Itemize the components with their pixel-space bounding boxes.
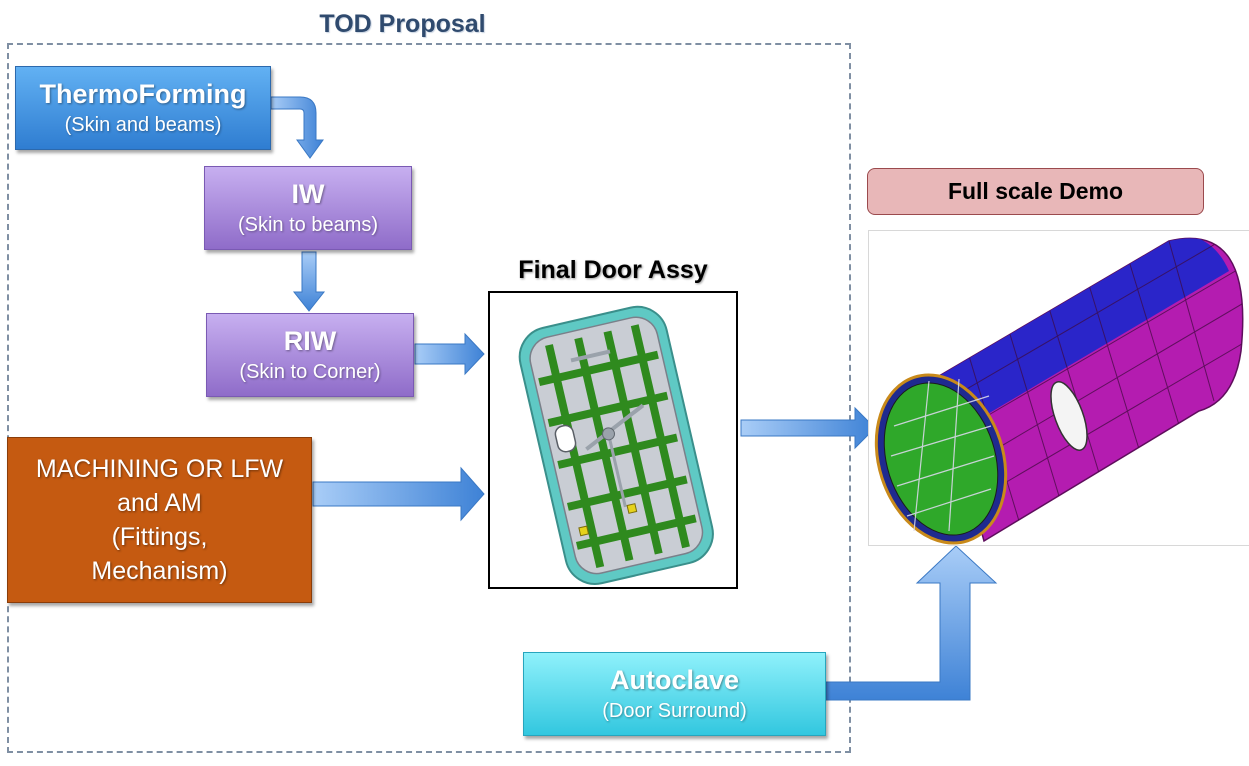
- tod-proposal-frame: [7, 43, 851, 753]
- arrow-thermo-to-iw: [270, 96, 324, 159]
- final-door-assy-title: Final Door Assy: [518, 256, 708, 284]
- arrow-door-to-demo: [740, 406, 876, 450]
- machining-line-4: Mechanism): [91, 557, 228, 585]
- autoclave-title: Autoclave: [609, 665, 740, 695]
- autoclave-subtitle: (Door Surround): [602, 700, 747, 722]
- thermoforming-title: ThermoForming: [39, 79, 247, 109]
- fuselage-barrel-drawing: [874, 237, 1244, 545]
- iw-box: IW (Skin to beams): [204, 166, 412, 250]
- thermoforming-subtitle: (Skin and beams): [64, 114, 222, 136]
- machining-line-2: and AM: [117, 489, 202, 517]
- machining-box: MACHINING OR LFW and AM (Fittings, Mecha…: [7, 437, 312, 603]
- arrow-iw-to-riw: [292, 251, 326, 312]
- riw-subtitle: (Skin to Corner): [239, 361, 381, 383]
- riw-box: RIW (Skin to Corner): [206, 313, 414, 397]
- full-scale-demo-label: Full scale Demo: [867, 168, 1204, 215]
- iw-subtitle: (Skin to beams): [237, 214, 379, 236]
- door-assembly-drawing: [518, 305, 714, 585]
- machining-line-1: MACHINING OR LFW: [35, 455, 284, 483]
- arrow-machining-to-door: [312, 466, 485, 522]
- full-scale-demo-image: [868, 230, 1249, 546]
- final-door-assy-image: [488, 291, 738, 589]
- frame-title: TOD Proposal: [319, 10, 486, 38]
- iw-title: IW: [291, 179, 325, 209]
- thermoforming-box: ThermoForming (Skin and beams): [15, 66, 271, 150]
- autoclave-box: Autoclave (Door Surround): [523, 652, 826, 736]
- arrow-autoclave-to-demo: [825, 545, 998, 701]
- arrow-riw-to-door: [414, 332, 485, 376]
- riw-title: RIW: [283, 326, 337, 356]
- machining-line-3: (Fittings,: [111, 523, 208, 551]
